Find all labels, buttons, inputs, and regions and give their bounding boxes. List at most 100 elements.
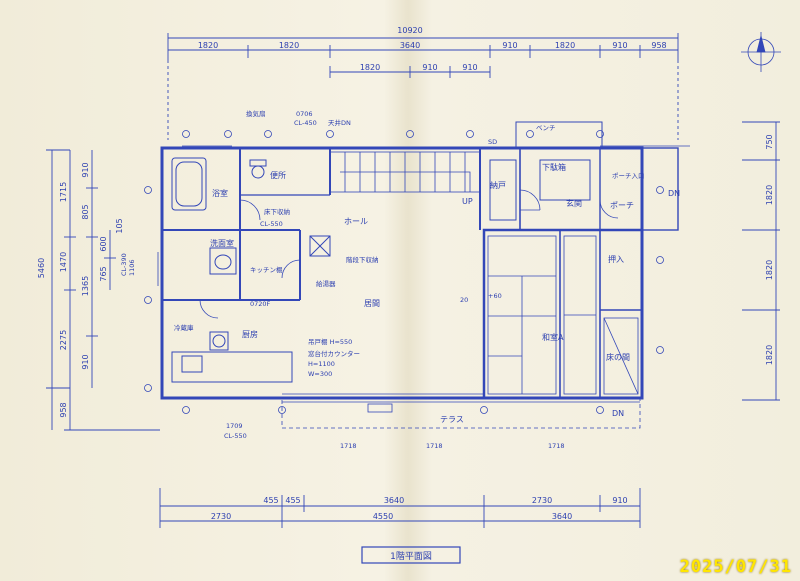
note-1106: 1106 — [128, 259, 136, 276]
dim-bottom-5: 910 — [612, 496, 627, 505]
note-win-2: 1718 — [426, 442, 443, 450]
dim-top2-1: 1820 — [360, 63, 380, 72]
note-vent: 換気扇 — [246, 109, 266, 118]
note-cl: CL-550 — [260, 220, 283, 228]
dim-right-3: 1820 — [765, 260, 774, 280]
note-cl-left: CL-390 — [120, 253, 128, 276]
title-box — [361, 546, 461, 564]
terrace-outline — [281, 397, 641, 429]
note-counter-h: H=1100 — [308, 360, 335, 368]
dim-bottom2-3: 3640 — [552, 512, 572, 521]
dim-bottom2-2: 4550 — [373, 512, 393, 521]
note-sd: SD — [488, 138, 497, 146]
left-dimension-lines — [46, 149, 160, 431]
room-utility: 納戸 — [490, 180, 506, 190]
note-win-1: 1718 — [340, 442, 357, 450]
note-heater: 給湯器 — [316, 279, 336, 288]
note-dn: 天井DN — [328, 118, 351, 127]
dim-sub-3: 105 — [115, 218, 124, 233]
dim-right-2: 1820 — [765, 185, 774, 205]
dim-top-6: 910 — [612, 41, 627, 50]
doors — [199, 189, 619, 319]
fixtures — [171, 157, 591, 383]
dim-left-3: 2275 — [59, 330, 68, 350]
note-bottom: 1709 — [226, 422, 243, 430]
note-win-3: 1718 — [548, 442, 565, 450]
dim-right-4: 1820 — [765, 345, 774, 365]
left-dimension-text: 5460 1715 1470 2275 958 910 805 1365 910… — [37, 162, 124, 417]
right-dimension-text: 750 1820 1820 1820 — [765, 134, 774, 365]
dim-top-7: 958 — [651, 41, 666, 50]
dim-sub-1: 600 — [99, 236, 108, 251]
dim-top-4: 910 — [502, 41, 517, 50]
dim-bottom-3: 3640 — [384, 496, 404, 505]
room-terrace: テラス — [440, 415, 464, 424]
note-drawer: キッチン棚 — [250, 265, 283, 274]
room-closet: 押入 — [608, 254, 624, 264]
room-living: 居間 — [364, 299, 380, 308]
dim-left-total: 5460 — [37, 258, 46, 278]
north-arrow-icon — [741, 32, 781, 72]
room-toilet: 便所 — [270, 170, 286, 180]
top-dimension-text: 10920 1820 1820 3640 910 1820 910 958 18… — [198, 26, 667, 72]
dim-inner-1: 910 — [81, 162, 90, 177]
dim-bottom-2: 455 — [285, 496, 300, 505]
room-shoe-box: 下駄箱 — [542, 162, 566, 172]
note-bench: ベンチ — [536, 124, 556, 132]
room-hall: ホール — [344, 217, 368, 226]
tatami-room — [487, 235, 639, 395]
date-stamp: 2025/07/31 — [679, 557, 792, 577]
dim-inner-3: 1365 — [81, 276, 90, 296]
note-counter-2: 窓台付カウンター — [308, 349, 360, 358]
dim-bottom-1: 455 — [263, 496, 278, 505]
dim-inner-4: 910 — [81, 354, 90, 369]
dim-top-3: 3640 — [400, 41, 420, 50]
dim-top-total: 10920 — [397, 26, 422, 35]
dim-top2-2: 910 — [422, 63, 437, 72]
dim-top-2: 1820 — [279, 41, 299, 50]
dim-top-5: 1820 — [555, 41, 575, 50]
note-entry: ポーチ入口 — [612, 172, 645, 180]
note-fridge: 冷蔵庫 — [174, 323, 194, 332]
dim-bottom2-1: 2730 — [211, 512, 231, 521]
dim-left-4: 958 — [59, 402, 68, 417]
room-bath: 浴室 — [212, 188, 228, 198]
note-stair: 階段下収納 — [346, 255, 379, 264]
right-dimension-lines — [742, 121, 780, 401]
room-porch: ポーチ — [610, 201, 634, 210]
room-japanese: 和室A — [542, 332, 564, 342]
note-20: 20 — [460, 296, 468, 304]
dim-inner-2: 805 — [81, 204, 90, 219]
stairs-up-label: UP — [462, 197, 473, 206]
bottom-dimension-text: 455 455 3640 2730 910 2730 4550 3640 — [211, 496, 628, 521]
room-labels: 浴室 洗面室 厨房 便所 ホール 居間 和室A 押入 玄関 下駄箱 ポーチ テラ… — [210, 162, 680, 424]
note-window-top: 0706 — [296, 110, 313, 118]
note-ff: 床下収納 — [264, 207, 290, 216]
dim-right-1: 750 — [765, 134, 774, 149]
note-counter-w: W=300 — [308, 370, 332, 378]
dim-left-2: 1470 — [59, 252, 68, 272]
room-entrance: 玄関 — [566, 198, 582, 208]
room-kitchen: 厨房 — [242, 329, 258, 339]
dim-sub-2: 765 — [99, 266, 108, 281]
note-60: +60 — [488, 292, 502, 300]
note-window-top-cl: CL-450 — [294, 119, 317, 127]
note-0720: 0720F — [250, 300, 271, 308]
grid-markers — [144, 130, 664, 414]
drawing-title: 1階平面図 — [390, 551, 432, 562]
room-tokonoma: 床の間 — [606, 352, 630, 362]
stairs-dn-label: DN — [668, 189, 680, 198]
note-counter: 吊戸棚 H=550 — [308, 337, 352, 346]
annotations: 0706 CL-450 換気扇 天井DN CL-390 1106 0720F 1… — [120, 109, 645, 450]
dim-left-1: 1715 — [59, 182, 68, 202]
windows — [157, 145, 690, 413]
stairs — [329, 151, 481, 193]
dim-bottom-4: 2730 — [532, 496, 552, 505]
stairs-dn-label-2: DN — [612, 409, 624, 418]
note-bottom-cl: CL-550 — [224, 432, 247, 440]
room-washroom: 洗面室 — [210, 238, 234, 248]
dim-top2-3: 910 — [462, 63, 477, 72]
bottom-dimension-lines — [159, 488, 641, 528]
